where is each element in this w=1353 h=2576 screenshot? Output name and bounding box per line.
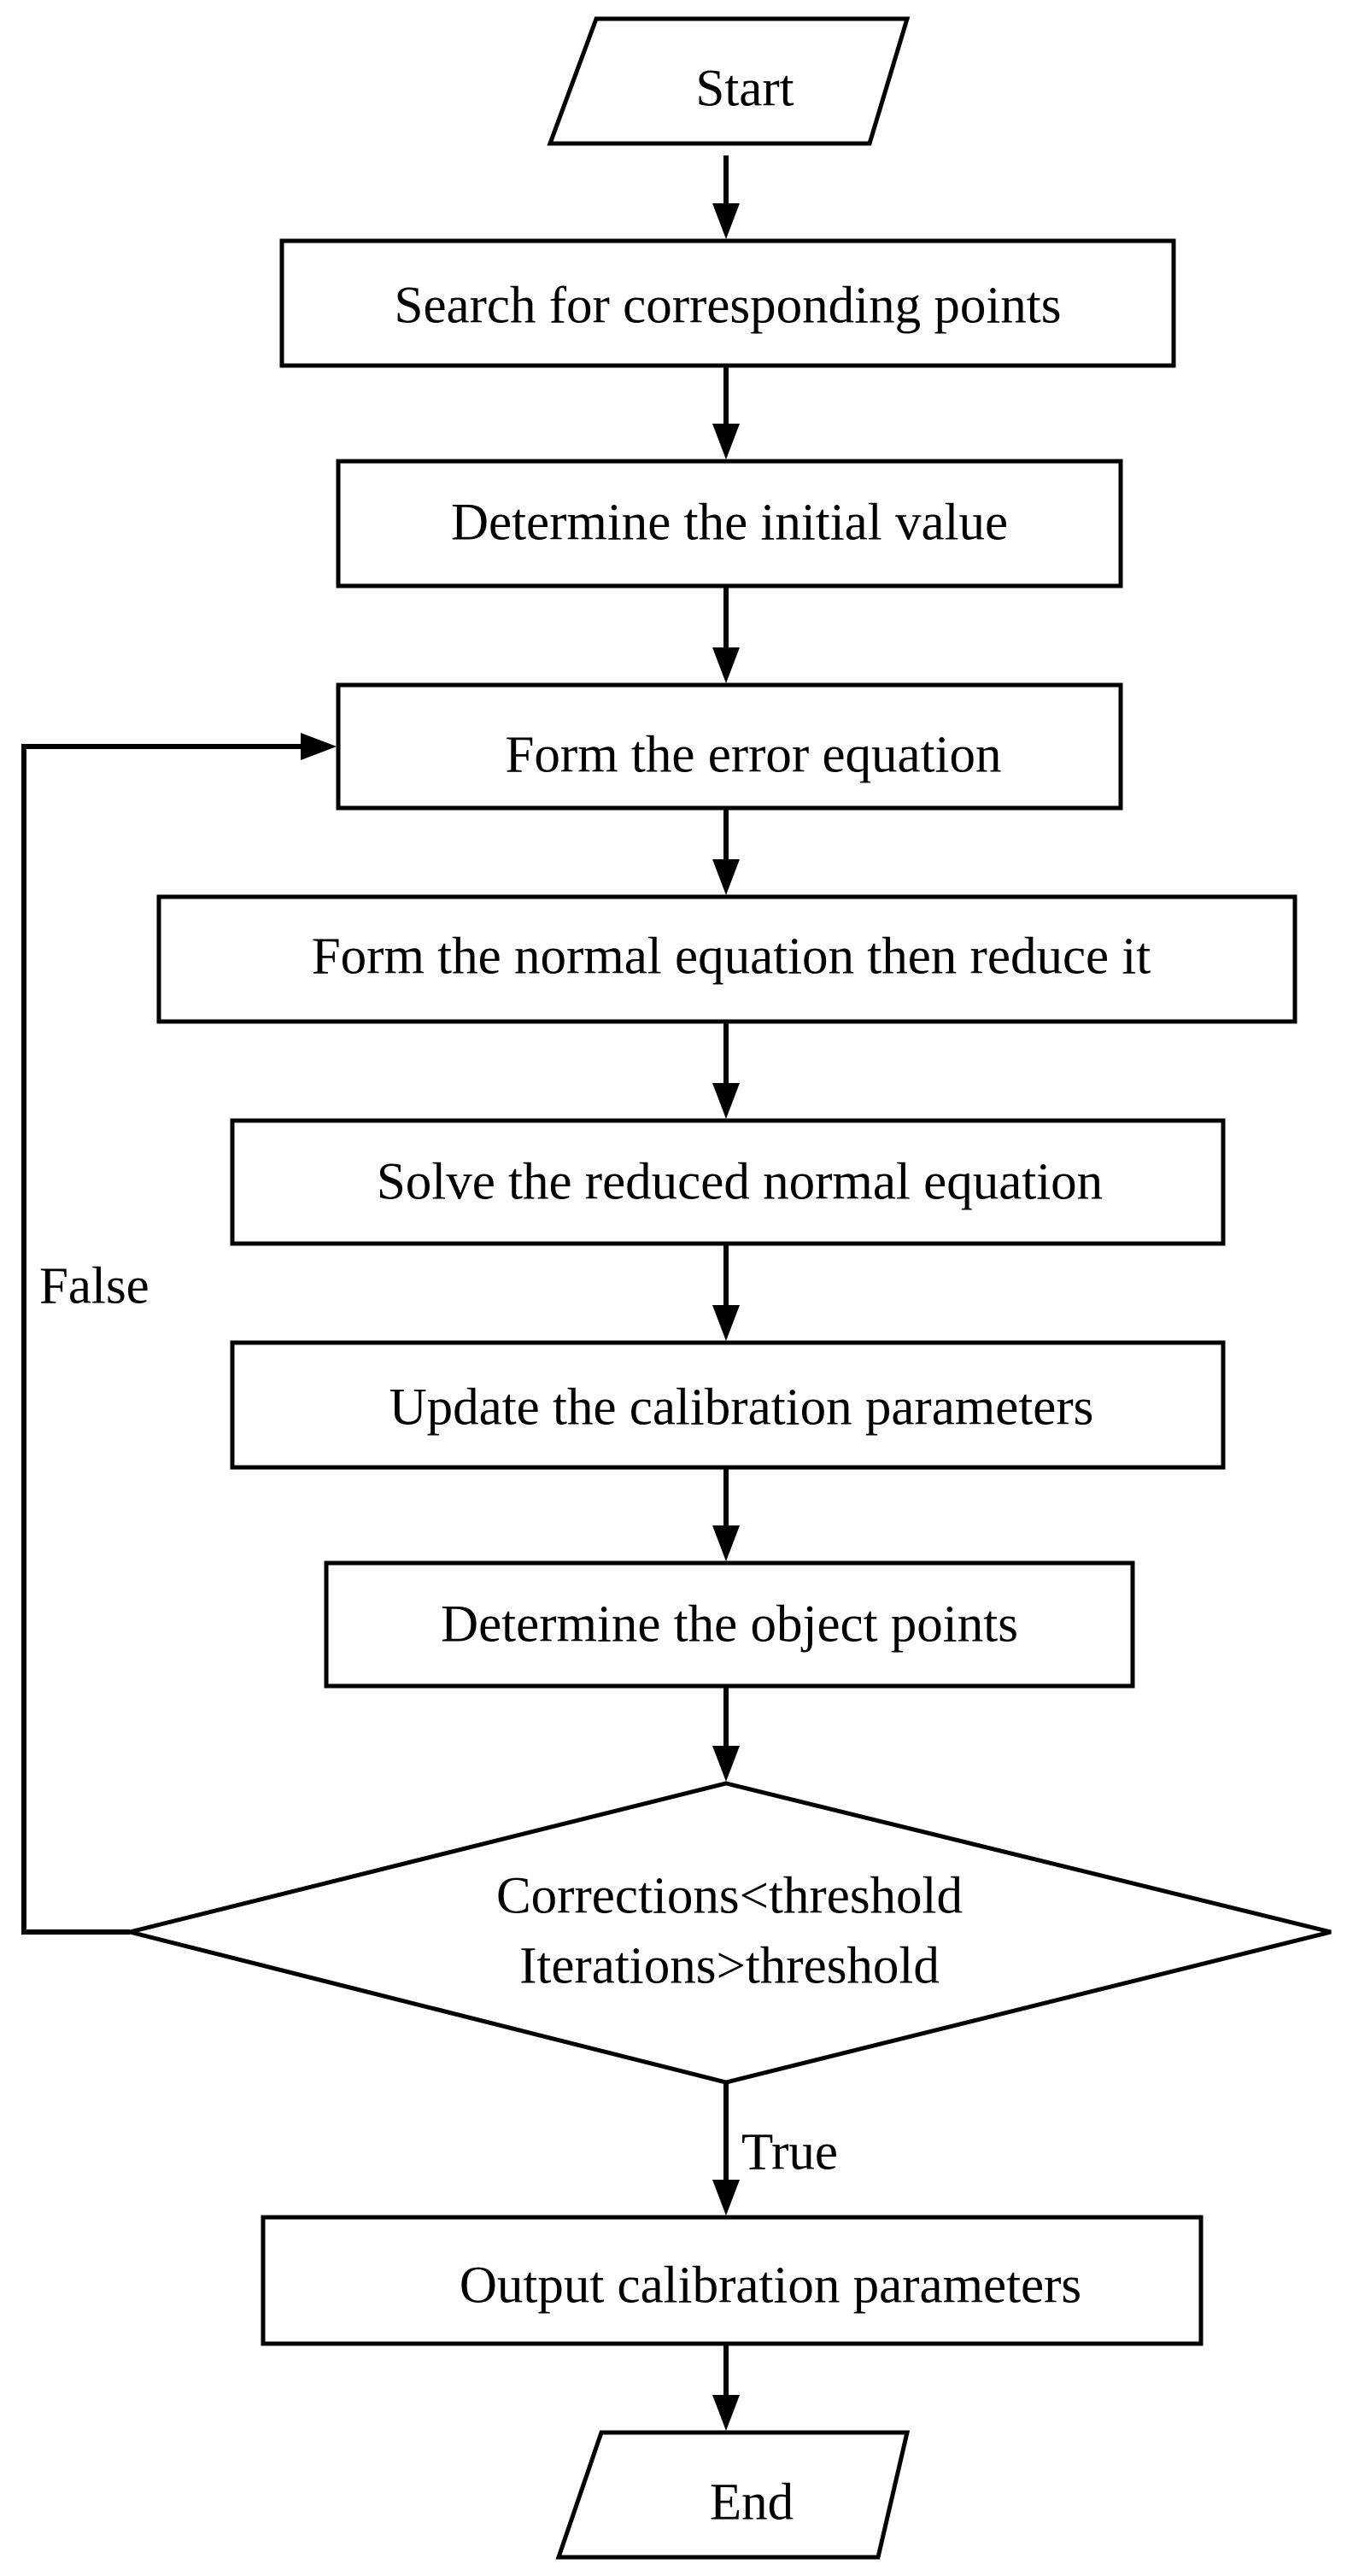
end-node: End xyxy=(555,2430,911,2560)
arrowhead-decision xyxy=(712,1746,740,1782)
normal-eq-label: Form the normal equation then reduce it xyxy=(312,928,1151,986)
error-eq-label: Form the error equation xyxy=(505,727,1001,784)
object-node: Determine the object points xyxy=(324,1560,1135,1689)
edge-decision-false-loop xyxy=(21,744,313,1935)
arrowhead-normal xyxy=(712,859,740,895)
connectors xyxy=(21,155,740,2431)
update-node: Update the calibration parameters xyxy=(230,1340,1226,1470)
decision-line2: Iterations>threshold xyxy=(519,1938,940,1995)
decision-diamond xyxy=(129,1781,1332,2085)
arrowhead-initial xyxy=(712,424,740,460)
end-parallelogram xyxy=(555,2430,911,2560)
error-eq-box xyxy=(336,682,1123,811)
search-node: Search for corresponding points xyxy=(279,238,1176,368)
start-parallelogram xyxy=(547,16,911,146)
search-box xyxy=(279,238,1176,368)
initial-label: Determine the initial value xyxy=(451,495,1008,552)
arrowhead-object xyxy=(712,1525,740,1561)
initial-node: Determine the initial value xyxy=(336,459,1123,588)
error-eq-node: Form the error equation xyxy=(336,682,1123,811)
false-edge-label: False xyxy=(39,1258,149,1315)
end-label: End xyxy=(710,2474,794,2532)
arrowhead-search xyxy=(712,203,740,239)
initial-box xyxy=(336,459,1123,588)
arrowhead-end xyxy=(712,2395,740,2431)
start-node: Start xyxy=(547,16,911,146)
solve-node: Solve the reduced normal equation xyxy=(230,1118,1226,1246)
arrowhead-error xyxy=(712,647,740,683)
arrowhead-solve xyxy=(712,1083,740,1119)
update-label: Update the calibration parameters xyxy=(390,1379,1094,1437)
solve-label: Solve the reduced normal equation xyxy=(377,1154,1103,1211)
decision-line1: Corrections<threshold xyxy=(496,1868,963,1925)
arrowhead-false-loop xyxy=(301,733,337,760)
object-label: Determine the object points xyxy=(441,1596,1018,1654)
arrowhead-update xyxy=(712,1305,740,1341)
decision-node: Corrections<threshold Iterations>thresho… xyxy=(129,1781,1332,2085)
output-box xyxy=(261,2215,1204,2346)
object-box xyxy=(324,1560,1135,1689)
true-edge-label: True xyxy=(741,2124,838,2181)
arrowhead-output xyxy=(712,2180,740,2216)
start-label: Start xyxy=(695,61,794,118)
update-box xyxy=(230,1340,1226,1470)
output-node: Output calibration parameters xyxy=(261,2215,1204,2346)
normal-eq-box xyxy=(156,894,1297,1024)
output-label: Output calibration parameters xyxy=(460,2257,1081,2315)
solve-box xyxy=(230,1118,1226,1246)
search-label: Search for corresponding points xyxy=(395,278,1062,335)
normal-eq-node: Form the normal equation then reduce it xyxy=(156,894,1297,1024)
